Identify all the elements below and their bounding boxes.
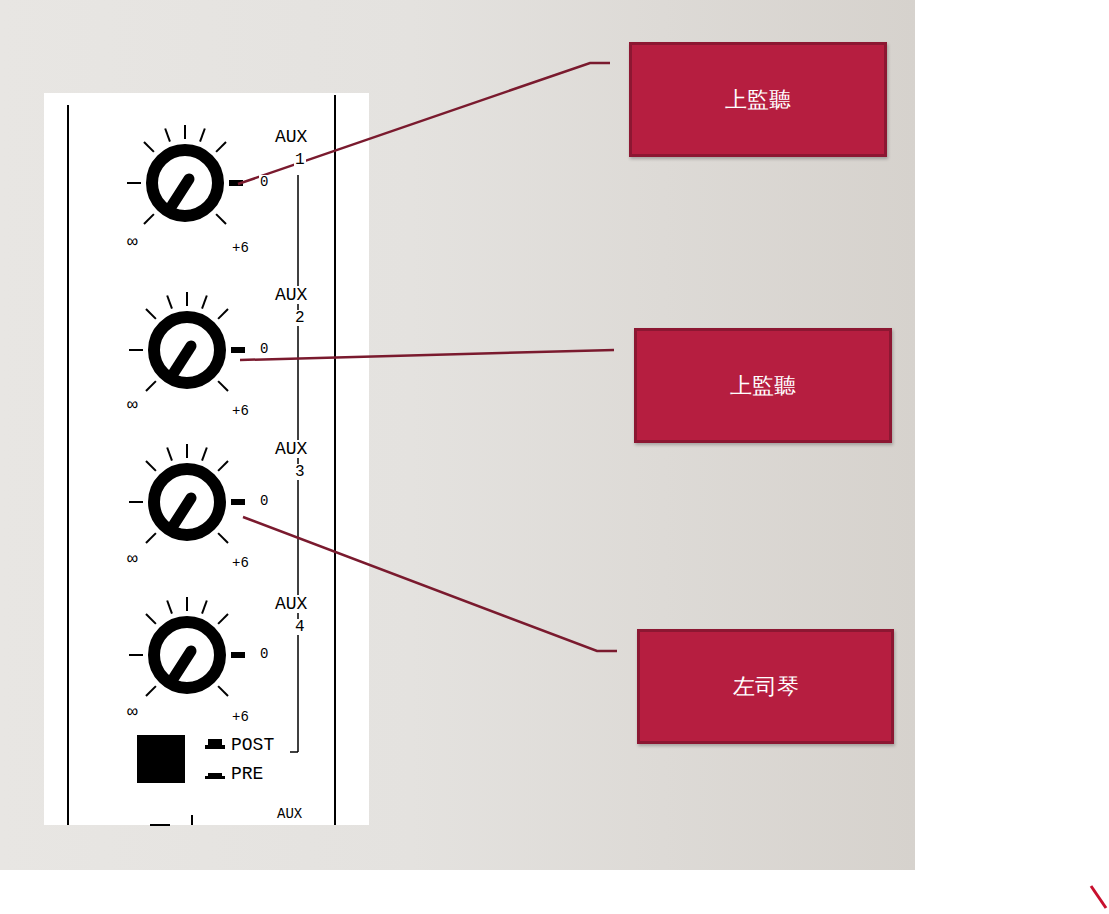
switch-position-icon: [205, 739, 225, 749]
unity-mark: [231, 499, 245, 505]
knob-tick: [218, 381, 228, 391]
unity-mark: [231, 347, 245, 353]
knob-tick: [186, 292, 188, 306]
unity-mark: [231, 652, 245, 658]
pre-post-switch: [137, 735, 185, 783]
knob-tick: [146, 686, 156, 696]
illustration-panel: [44, 93, 369, 825]
aux-number: 4: [294, 619, 306, 635]
knob-tick: [218, 461, 228, 471]
switch-label: AUX: [276, 807, 303, 821]
knob-tick: [144, 142, 154, 152]
minimum-mark-label: ∞: [126, 550, 139, 568]
knob-tick: [202, 295, 207, 308]
switch-label: POST: [230, 736, 275, 754]
maximum-mark-label: +6: [231, 241, 250, 255]
knob-pointer: [173, 651, 191, 679]
knob-tick: [129, 349, 143, 351]
knob-tick: [144, 214, 154, 224]
knob-tick: [146, 381, 156, 391]
knob-tick: [127, 182, 141, 184]
aux-knob: [127, 125, 243, 224]
knob-tick: [216, 214, 226, 224]
knob-tick: [216, 142, 226, 152]
switch-label: PRE: [230, 765, 264, 783]
aux-number: 3: [294, 464, 306, 480]
aux-label: AUX: [274, 595, 308, 613]
callout-text: 上監聽: [725, 85, 791, 115]
knob-tick: [202, 600, 207, 613]
knob-pointer: [173, 498, 191, 526]
knob-ring: [154, 622, 220, 688]
knob-tick: [218, 686, 228, 696]
knob-tick: [218, 309, 228, 319]
knob-tick: [167, 295, 172, 308]
callout-box: 上監聽: [629, 42, 887, 157]
panel-edge: [334, 95, 336, 825]
callout-box: 上監聽: [634, 328, 892, 443]
knob-pointer: [171, 179, 189, 207]
maximum-mark-label: +6: [231, 404, 250, 418]
switch-position-icon: [205, 773, 225, 779]
knob-tick: [202, 447, 207, 460]
knob-tick: [167, 600, 172, 613]
aux-label: AUX: [274, 440, 308, 458]
aux-label: AUX: [274, 286, 308, 304]
knob-tick: [200, 128, 205, 141]
next-knob-tick: [191, 815, 193, 825]
minimum-mark-label: ∞: [126, 233, 139, 251]
maximum-mark-label: +6: [231, 710, 250, 724]
knob-pointer: [173, 346, 191, 374]
minimum-mark-label: ∞: [126, 703, 139, 721]
knob-tick: [165, 128, 170, 141]
knob-tick: [218, 533, 228, 543]
next-knob-tick: [150, 824, 170, 826]
callout-box: 左司琴: [637, 629, 894, 744]
knob-ring: [154, 317, 220, 383]
group-bracket: [290, 751, 298, 753]
callout-text: 左司琴: [733, 672, 799, 702]
knob-tick: [146, 309, 156, 319]
leader-line: [243, 517, 617, 651]
leader-line: [240, 350, 614, 360]
unity-mark-label: 0: [259, 647, 269, 661]
panel-edge: [67, 105, 69, 825]
leader-line: [238, 63, 610, 184]
aux-knob: [129, 597, 245, 696]
knob-tick: [186, 444, 188, 458]
knob-tick: [184, 125, 186, 139]
knob-tick: [218, 614, 228, 624]
unity-mark-label: 0: [259, 342, 269, 356]
corner-mark: [1091, 886, 1106, 908]
knob-tick: [186, 597, 188, 611]
minimum-mark-label: ∞: [126, 396, 139, 414]
aux-knob: [129, 444, 245, 543]
aux-number: 2: [294, 310, 306, 326]
knob-tick: [129, 654, 143, 656]
knob-ring: [152, 150, 218, 216]
unity-mark-label: 0: [259, 175, 269, 189]
unity-mark-label: 0: [259, 494, 269, 508]
aux-label: AUX: [274, 128, 308, 146]
knob-tick: [146, 461, 156, 471]
callout-text: 上監聽: [730, 371, 796, 401]
knob-tick: [129, 501, 143, 503]
knob-tick: [167, 447, 172, 460]
knob-ring: [154, 469, 220, 535]
knob-tick: [146, 614, 156, 624]
maximum-mark-label: +6: [231, 556, 250, 570]
aux-knob: [129, 292, 245, 391]
aux-number: 1: [294, 152, 306, 168]
knob-tick: [146, 533, 156, 543]
